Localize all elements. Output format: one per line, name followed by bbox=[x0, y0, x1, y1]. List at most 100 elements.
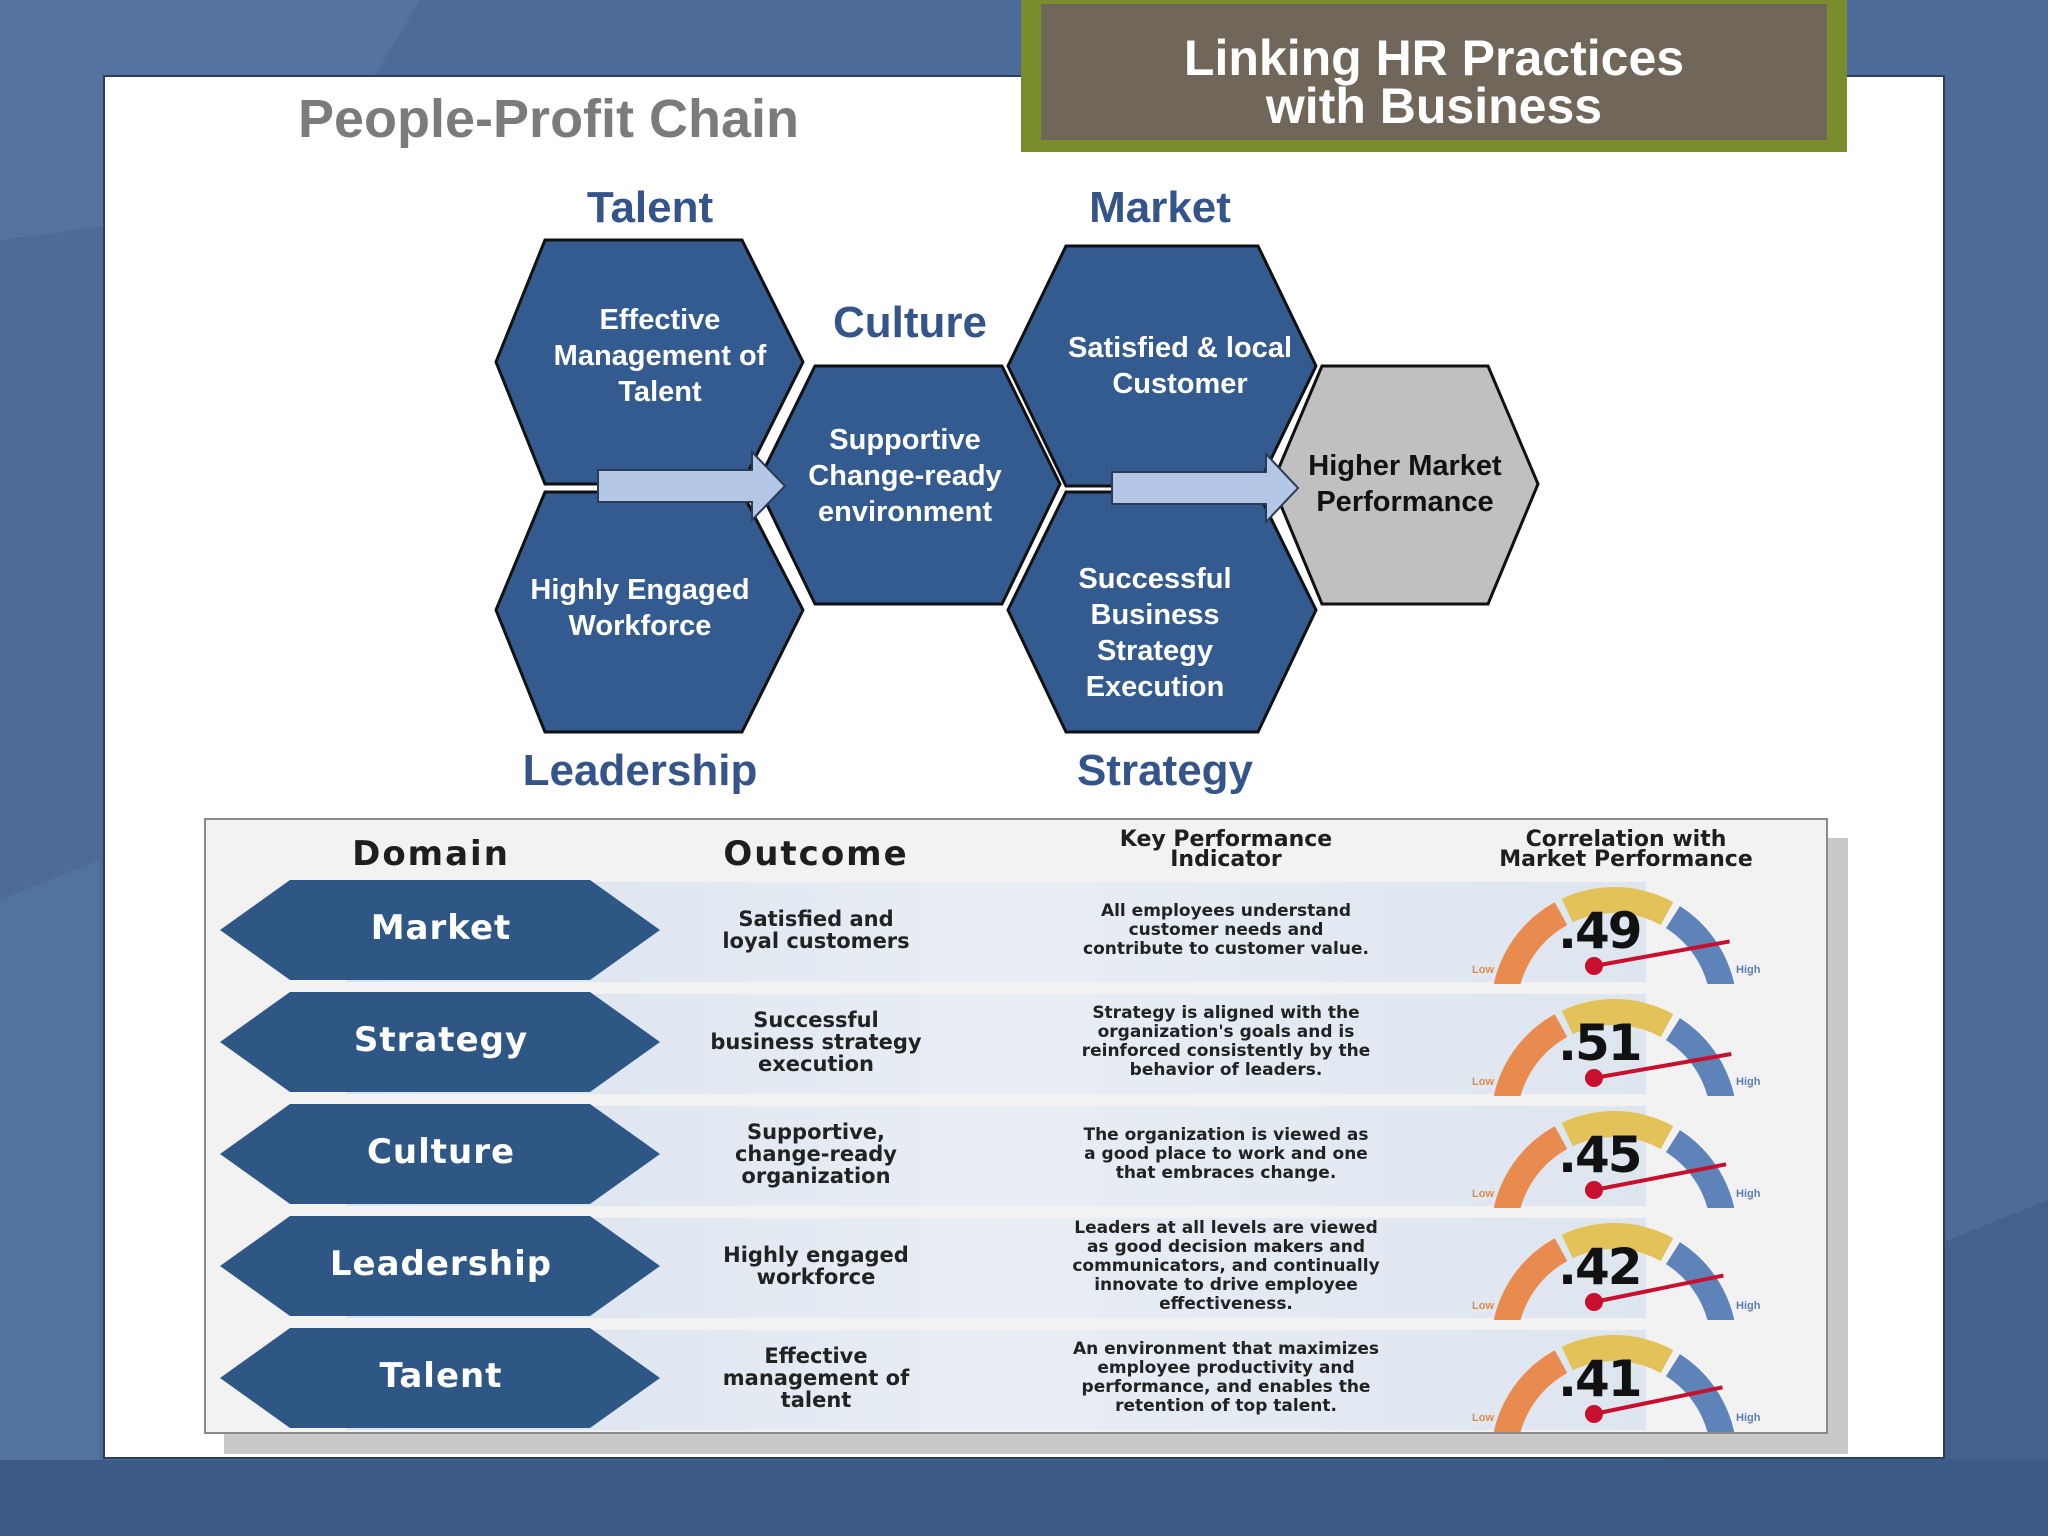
hex-culture-line: Supportive bbox=[829, 424, 981, 456]
correlation-value: .42 bbox=[1558, 1238, 1643, 1296]
gauge-needle bbox=[1593, 1273, 1724, 1304]
heading-culture: Culture bbox=[833, 298, 987, 347]
hex-result-line: Performance bbox=[1316, 486, 1494, 518]
hex-talent-line: Management of bbox=[553, 340, 767, 372]
domain-hexagon bbox=[220, 880, 660, 980]
row-outcome-line: execution bbox=[757, 1052, 875, 1076]
row-domain: Market bbox=[370, 908, 512, 948]
domain-hexagon bbox=[220, 1104, 660, 1204]
row-kpi-line: organization's goals and is bbox=[1097, 1022, 1355, 1042]
correlation-gauge bbox=[1493, 1223, 1735, 1320]
gauge-low-label: Low bbox=[1472, 1412, 1494, 1424]
arrow-right-1 bbox=[597, 449, 787, 523]
row-kpi-line: behavior of leaders. bbox=[1129, 1060, 1323, 1080]
header-domain: Domain bbox=[352, 834, 510, 874]
row-outcome-line: Effective bbox=[764, 1344, 868, 1368]
gauge-high-label: High bbox=[1736, 964, 1761, 976]
gauge-hub bbox=[1585, 957, 1603, 975]
hex-leadership-label: Highly Engaged Workforce bbox=[510, 568, 770, 648]
heading-market: Market bbox=[1089, 183, 1231, 232]
hex-market-label: Satisfied & local Customer bbox=[1045, 326, 1315, 406]
slide-title-line1: Linking HR Practices bbox=[1183, 30, 1685, 86]
row-outcome-line: organization bbox=[741, 1164, 891, 1188]
hex-culture-line: environment bbox=[817, 496, 993, 528]
row-outcome-line: business strategy bbox=[710, 1030, 922, 1054]
row-kpi-line: The organization is viewed as bbox=[1083, 1124, 1369, 1145]
row-outcome-line: management of bbox=[722, 1366, 910, 1390]
row-kpi-line: effectiveness. bbox=[1159, 1293, 1293, 1314]
row-kpi-line: reinforced consistently by the bbox=[1081, 1041, 1371, 1061]
hex-market-line: Customer bbox=[1112, 368, 1248, 400]
kpi-table: Domain Outcome Key Performance Indicator… bbox=[204, 818, 1848, 1454]
correlation-gauge bbox=[1493, 999, 1735, 1096]
hex-culture-label: Supportive Change-ready environment bbox=[775, 416, 1035, 536]
hex-strategy-line: Successful bbox=[1078, 563, 1232, 595]
section-subtitle: People-Profit Chain bbox=[298, 89, 800, 149]
correlation-gauge bbox=[1493, 1111, 1735, 1208]
domain-hexagon bbox=[220, 992, 660, 1092]
row-kpi-line: communicators, and continually bbox=[1072, 1255, 1380, 1276]
row-kpi-line: a good place to work and one bbox=[1084, 1143, 1368, 1164]
gauge-hub bbox=[1585, 1405, 1603, 1423]
row-outcome-line: Successful bbox=[753, 1008, 879, 1032]
gauge-low-label: Low bbox=[1472, 1300, 1494, 1312]
gauge-high-label: High bbox=[1736, 1412, 1761, 1424]
row-kpi-line: as good decision makers and bbox=[1086, 1236, 1366, 1257]
header-corr-line: Correlation with bbox=[1525, 827, 1727, 852]
hex-result-label: Higher Market Performance bbox=[1290, 444, 1520, 524]
gauge-low-label: Low bbox=[1472, 1188, 1494, 1200]
row-outcome-line: change-ready bbox=[734, 1142, 897, 1166]
row-outcome-line: workforce bbox=[756, 1265, 876, 1289]
hex-talent-line: Talent bbox=[618, 376, 702, 408]
gauge-hub bbox=[1585, 1181, 1603, 1199]
header-outcome: Outcome bbox=[723, 834, 909, 874]
gauge-high-label: High bbox=[1736, 1188, 1761, 1200]
hex-strategy-label: Successful Business Strategy Execution bbox=[1040, 558, 1270, 708]
gauge-low-label: Low bbox=[1472, 1076, 1494, 1088]
header-correlation: Correlation with Market Performance bbox=[1436, 827, 1816, 871]
row-kpi-line: Strategy is aligned with the bbox=[1092, 1003, 1360, 1023]
gauge-needle bbox=[1593, 1385, 1723, 1416]
row-outcome-line: talent bbox=[780, 1388, 852, 1412]
hex-leadership-line: Workforce bbox=[568, 610, 712, 642]
hex-strategy-line: Execution bbox=[1085, 671, 1225, 703]
hex-leadership-line: Highly Engaged bbox=[530, 574, 750, 606]
gauge-high-label: High bbox=[1736, 1300, 1761, 1312]
row-domain: Strategy bbox=[353, 1020, 529, 1060]
hex-result-line: Higher Market bbox=[1308, 450, 1502, 482]
correlation-value: .41 bbox=[1558, 1350, 1643, 1408]
correlation-value: .49 bbox=[1558, 902, 1643, 960]
heading-leadership: Leadership bbox=[522, 746, 758, 795]
row-kpi-line: All employees understand bbox=[1100, 900, 1352, 921]
row-outcome-line: loyal customers bbox=[722, 929, 910, 953]
hex-market-line: Satisfied & local bbox=[1067, 332, 1292, 364]
gauge-hub bbox=[1585, 1069, 1603, 1087]
row-kpi-line: An environment that maximizes bbox=[1072, 1339, 1380, 1359]
row-domain: Talent bbox=[379, 1356, 503, 1396]
row-kpi-line: innovate to drive employee bbox=[1094, 1274, 1358, 1295]
row-outcome-line: Satisfied and bbox=[738, 907, 894, 931]
gauge-low-label: Low bbox=[1472, 964, 1494, 976]
heading-strategy: Strategy bbox=[1076, 746, 1254, 795]
gauge-high-label: High bbox=[1736, 1076, 1761, 1088]
slide-title: Linking HR Practices with Business bbox=[1041, 4, 1827, 140]
row-outcome-line: Highly engaged bbox=[723, 1243, 909, 1267]
header-kpi-line: Indicator bbox=[1170, 847, 1282, 872]
row-kpi-line: that embraces change. bbox=[1115, 1162, 1337, 1183]
table-body: Domain Outcome Key Performance Indicator… bbox=[204, 818, 1828, 1434]
domain-hexagon bbox=[220, 1328, 660, 1428]
row-kpi-line: Leaders at all levels are viewed bbox=[1074, 1217, 1378, 1238]
header-kpi: Key Performance Indicator bbox=[1056, 829, 1396, 872]
